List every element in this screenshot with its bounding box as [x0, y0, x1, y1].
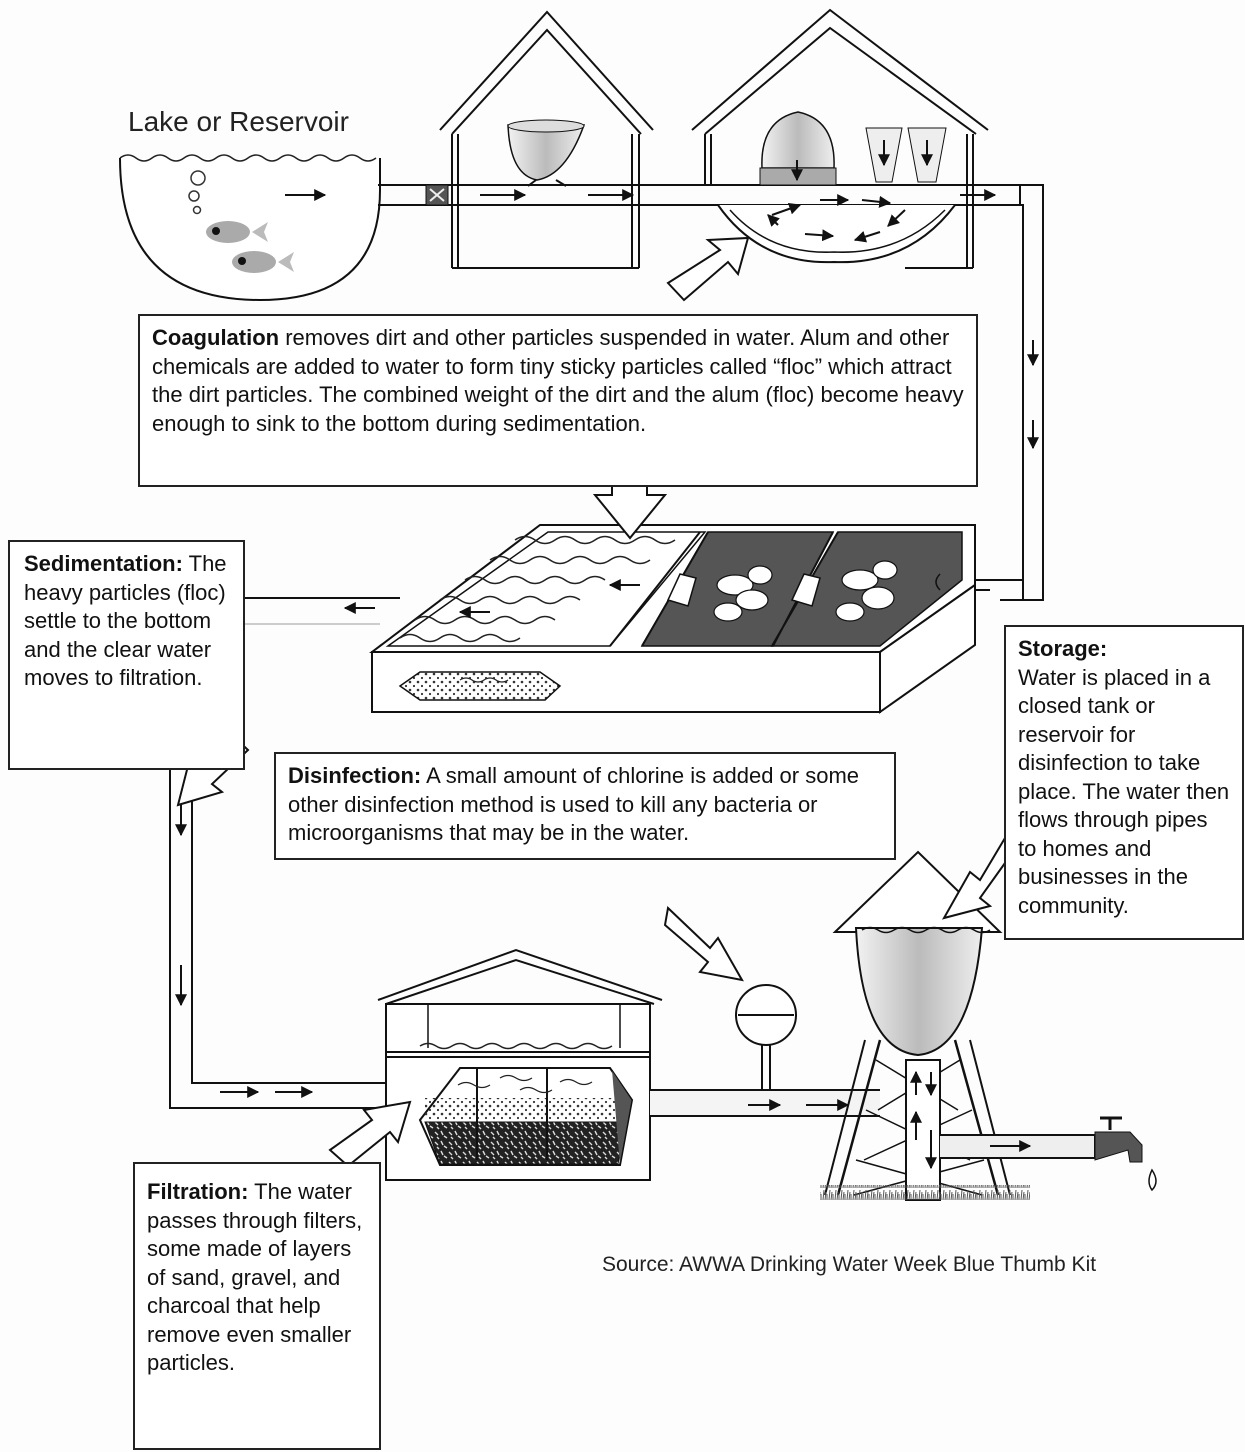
source-credit: Source: AWWA Drinking Water Week Blue Th…: [602, 1253, 1097, 1276]
disinfection-description: A small amount of chlorine is added or s…: [288, 763, 860, 845]
fish-icon: [206, 221, 268, 243]
water-tower: [820, 835, 1157, 1201]
lake-reservoir: [119, 154, 381, 302]
chemical-feed-house: [439, 10, 654, 269]
coagulation-title: Coagulation: [152, 325, 280, 350]
storage-textbox: Storage: Water is placed in a closed tan…: [1004, 625, 1244, 940]
fish-icon: [232, 251, 294, 273]
lake-reservoir-label: Lake or Reservoir: [128, 106, 349, 137]
faucet-icon: [1094, 1116, 1157, 1192]
coagulation-textbox: Coagulation removes dirt and other parti…: [138, 314, 978, 487]
intake-pipe: [378, 184, 1020, 206]
sedimentation-basin: [369, 444, 976, 714]
sedimentation-title: Sedimentation:: [24, 551, 183, 576]
pipe-to-storage: [650, 905, 880, 1117]
filtration-building: [328, 948, 663, 1181]
storage-title: Storage:: [1018, 636, 1108, 661]
filtration-textbox: Filtration: The water passes through fil…: [133, 1162, 381, 1450]
disinfection-textbox: Disinfection: A small amount of chlorine…: [274, 752, 896, 860]
sedimentation-description: The heavy particles (floc) settle to the…: [24, 551, 227, 690]
sedimentation-textbox: Sedimentation: The heavy particles (floc…: [8, 540, 245, 770]
disinfection-title: Disinfection:: [288, 763, 422, 788]
filtration-description: The water passes through filters, some m…: [147, 1179, 363, 1375]
mixing-house: [666, 8, 989, 302]
storage-description: Water is placed in a closed tank or rese…: [1018, 664, 1230, 918]
coagulation-description: removes dirt and other particles suspend…: [152, 325, 964, 436]
filtration-title: Filtration:: [147, 1179, 249, 1204]
